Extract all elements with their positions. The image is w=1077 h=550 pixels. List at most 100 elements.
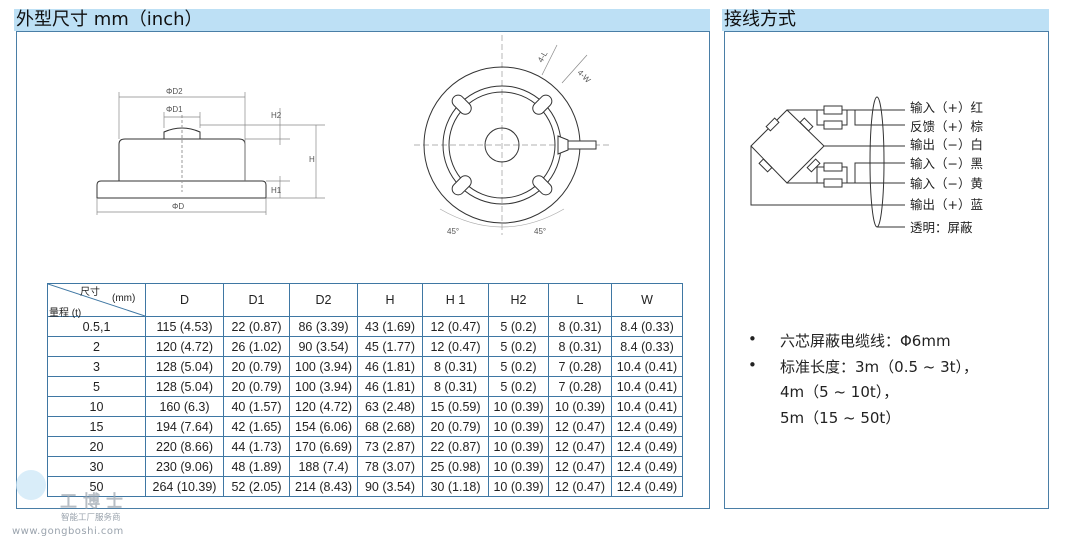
range-cell: 50 bbox=[47, 476, 146, 497]
col-header: D1 bbox=[223, 283, 290, 317]
label-d1: ΦD1 bbox=[166, 105, 183, 114]
col-header: H2 bbox=[488, 283, 549, 317]
side-view-drawing: ΦD2 ΦD1 ΦD H H1 H2 bbox=[96, 87, 325, 215]
table-cell: 45 (1.77) bbox=[357, 336, 423, 357]
table-cell: 220 (8.66) bbox=[145, 436, 224, 457]
table-cell: 86 (3.39) bbox=[289, 316, 358, 337]
table-cell: 12.4 (0.49) bbox=[611, 476, 683, 497]
table-cell: 214 (8.43) bbox=[289, 476, 358, 497]
table-cell: 5 (0.2) bbox=[488, 376, 549, 397]
top-view-drawing: 45° 45° 4-L 4-W bbox=[414, 35, 610, 236]
table-cell: 10 (0.39) bbox=[488, 416, 549, 437]
table-cell: 44 (1.73) bbox=[223, 436, 290, 457]
table-cell: 43 (1.69) bbox=[357, 316, 423, 337]
table-cell: 10.4 (0.41) bbox=[611, 396, 683, 417]
table-cell: 12 (0.47) bbox=[548, 476, 612, 497]
table-cell: 188 (7.4) bbox=[289, 456, 358, 477]
table-cell: 10 (0.39) bbox=[548, 396, 612, 417]
wire-label: 输出（−）白 bbox=[910, 137, 983, 152]
table-cell: 20 (0.79) bbox=[422, 416, 489, 437]
col-header: H 1 bbox=[422, 283, 489, 317]
wiring-panel bbox=[724, 31, 1049, 509]
table-cell: 120 (4.72) bbox=[289, 396, 358, 417]
bullet-text: 标准长度：3m（0.5 ~ 3t）， bbox=[780, 358, 979, 376]
range-cell: 0.5,1 bbox=[47, 316, 146, 337]
table-cell: 48 (1.89) bbox=[223, 456, 290, 477]
label-angle-left: 45° bbox=[447, 227, 459, 236]
corner-bottom-label: 量程 (t) bbox=[49, 308, 82, 319]
table-cell: 10 (0.39) bbox=[488, 396, 549, 417]
wire-label: 输入（+）红 bbox=[910, 100, 983, 115]
table-cell: 12 (0.47) bbox=[422, 336, 489, 357]
table-cell: 230 (9.06) bbox=[145, 456, 224, 477]
label-angle-right: 45° bbox=[534, 227, 546, 236]
corner-unit-label: (mm) bbox=[112, 293, 136, 304]
watermark-mascot-icon bbox=[16, 470, 46, 500]
table-cell: 12 (0.47) bbox=[548, 456, 612, 477]
table-cell: 120 (4.72) bbox=[145, 336, 224, 357]
col-header: D bbox=[145, 283, 224, 317]
wire-label: 透明：屏蔽 bbox=[910, 219, 973, 235]
watermark-url: www.gongboshi.com bbox=[12, 526, 124, 537]
table-cell: 46 (1.81) bbox=[357, 376, 423, 397]
table-cell: 7 (0.28) bbox=[548, 356, 612, 377]
table-cell: 40 (1.57) bbox=[223, 396, 290, 417]
table-cell: 90 (3.54) bbox=[357, 476, 423, 497]
table-cell: 10 (0.39) bbox=[488, 476, 549, 497]
table-cell: 30 (1.18) bbox=[422, 476, 489, 497]
table-header-row: 尺寸 (mm) 量程 (t) D D1 D2 H H 1 H2 L W bbox=[47, 283, 683, 319]
table-cell: 7 (0.28) bbox=[548, 376, 612, 397]
table-cell: 115 (4.53) bbox=[145, 316, 224, 337]
wire-label: 输出（+）蓝 bbox=[910, 196, 983, 212]
table-cell: 26 (1.02) bbox=[223, 336, 290, 357]
bullet-text: 5m（15 ~ 50t） bbox=[780, 409, 901, 427]
table-cell: 52 (2.05) bbox=[223, 476, 290, 497]
table-cell: 5 (0.2) bbox=[488, 336, 549, 357]
col-header: D2 bbox=[289, 283, 358, 317]
range-cell: 3 bbox=[47, 356, 146, 377]
range-cell: 5 bbox=[47, 376, 146, 397]
table-cell: 8.4 (0.33) bbox=[611, 336, 683, 357]
col-header: L bbox=[548, 283, 612, 317]
table-cell: 12.4 (0.49) bbox=[611, 456, 683, 477]
label-h: H bbox=[309, 155, 315, 164]
table-cell: 170 (6.69) bbox=[289, 436, 358, 457]
corner-top-label: 尺寸 bbox=[80, 287, 100, 298]
wiring-title: 接线方式 bbox=[722, 9, 1049, 31]
wire-label: 输入（−）黑 bbox=[910, 156, 983, 171]
range-cell: 10 bbox=[47, 396, 146, 417]
watermark-slogan: 智能工厂服务商 bbox=[61, 513, 121, 523]
dimensions-panel bbox=[16, 31, 710, 509]
table-cell: 194 (7.64) bbox=[145, 416, 224, 437]
table-cell: 100 (3.94) bbox=[289, 376, 358, 397]
table-cell: 12.4 (0.49) bbox=[611, 436, 683, 457]
range-cell: 2 bbox=[47, 336, 146, 357]
table-cell: 264 (10.39) bbox=[145, 476, 224, 497]
table-cell: 5 (0.2) bbox=[488, 316, 549, 337]
table-cell: 42 (1.65) bbox=[223, 416, 290, 437]
table-cell: 10 (0.39) bbox=[488, 436, 549, 457]
watermark-brand: 工博士 bbox=[60, 492, 129, 512]
table-cell: 8 (0.31) bbox=[548, 316, 612, 337]
table-cell: 78 (3.07) bbox=[357, 456, 423, 477]
table-cell: 12 (0.47) bbox=[422, 316, 489, 337]
table-cell: 128 (5.04) bbox=[145, 376, 224, 397]
range-cell: 30 bbox=[47, 456, 146, 477]
table-cell: 160 (6.3) bbox=[145, 396, 224, 417]
bullet-marker: • bbox=[748, 330, 757, 348]
table-cell: 25 (0.98) bbox=[422, 456, 489, 477]
table-cell: 128 (5.04) bbox=[145, 356, 224, 377]
label-d2: ΦD2 bbox=[166, 87, 183, 96]
col-header: H bbox=[357, 283, 423, 317]
table-cell: 12 (0.47) bbox=[548, 436, 612, 457]
col-header: W bbox=[611, 283, 683, 317]
table-cell: 73 (2.87) bbox=[357, 436, 423, 457]
bullet-text: 4m（5 ~ 10t）， bbox=[780, 383, 899, 401]
dimensions-title: 外型尺寸 mm（inch） bbox=[14, 9, 710, 31]
